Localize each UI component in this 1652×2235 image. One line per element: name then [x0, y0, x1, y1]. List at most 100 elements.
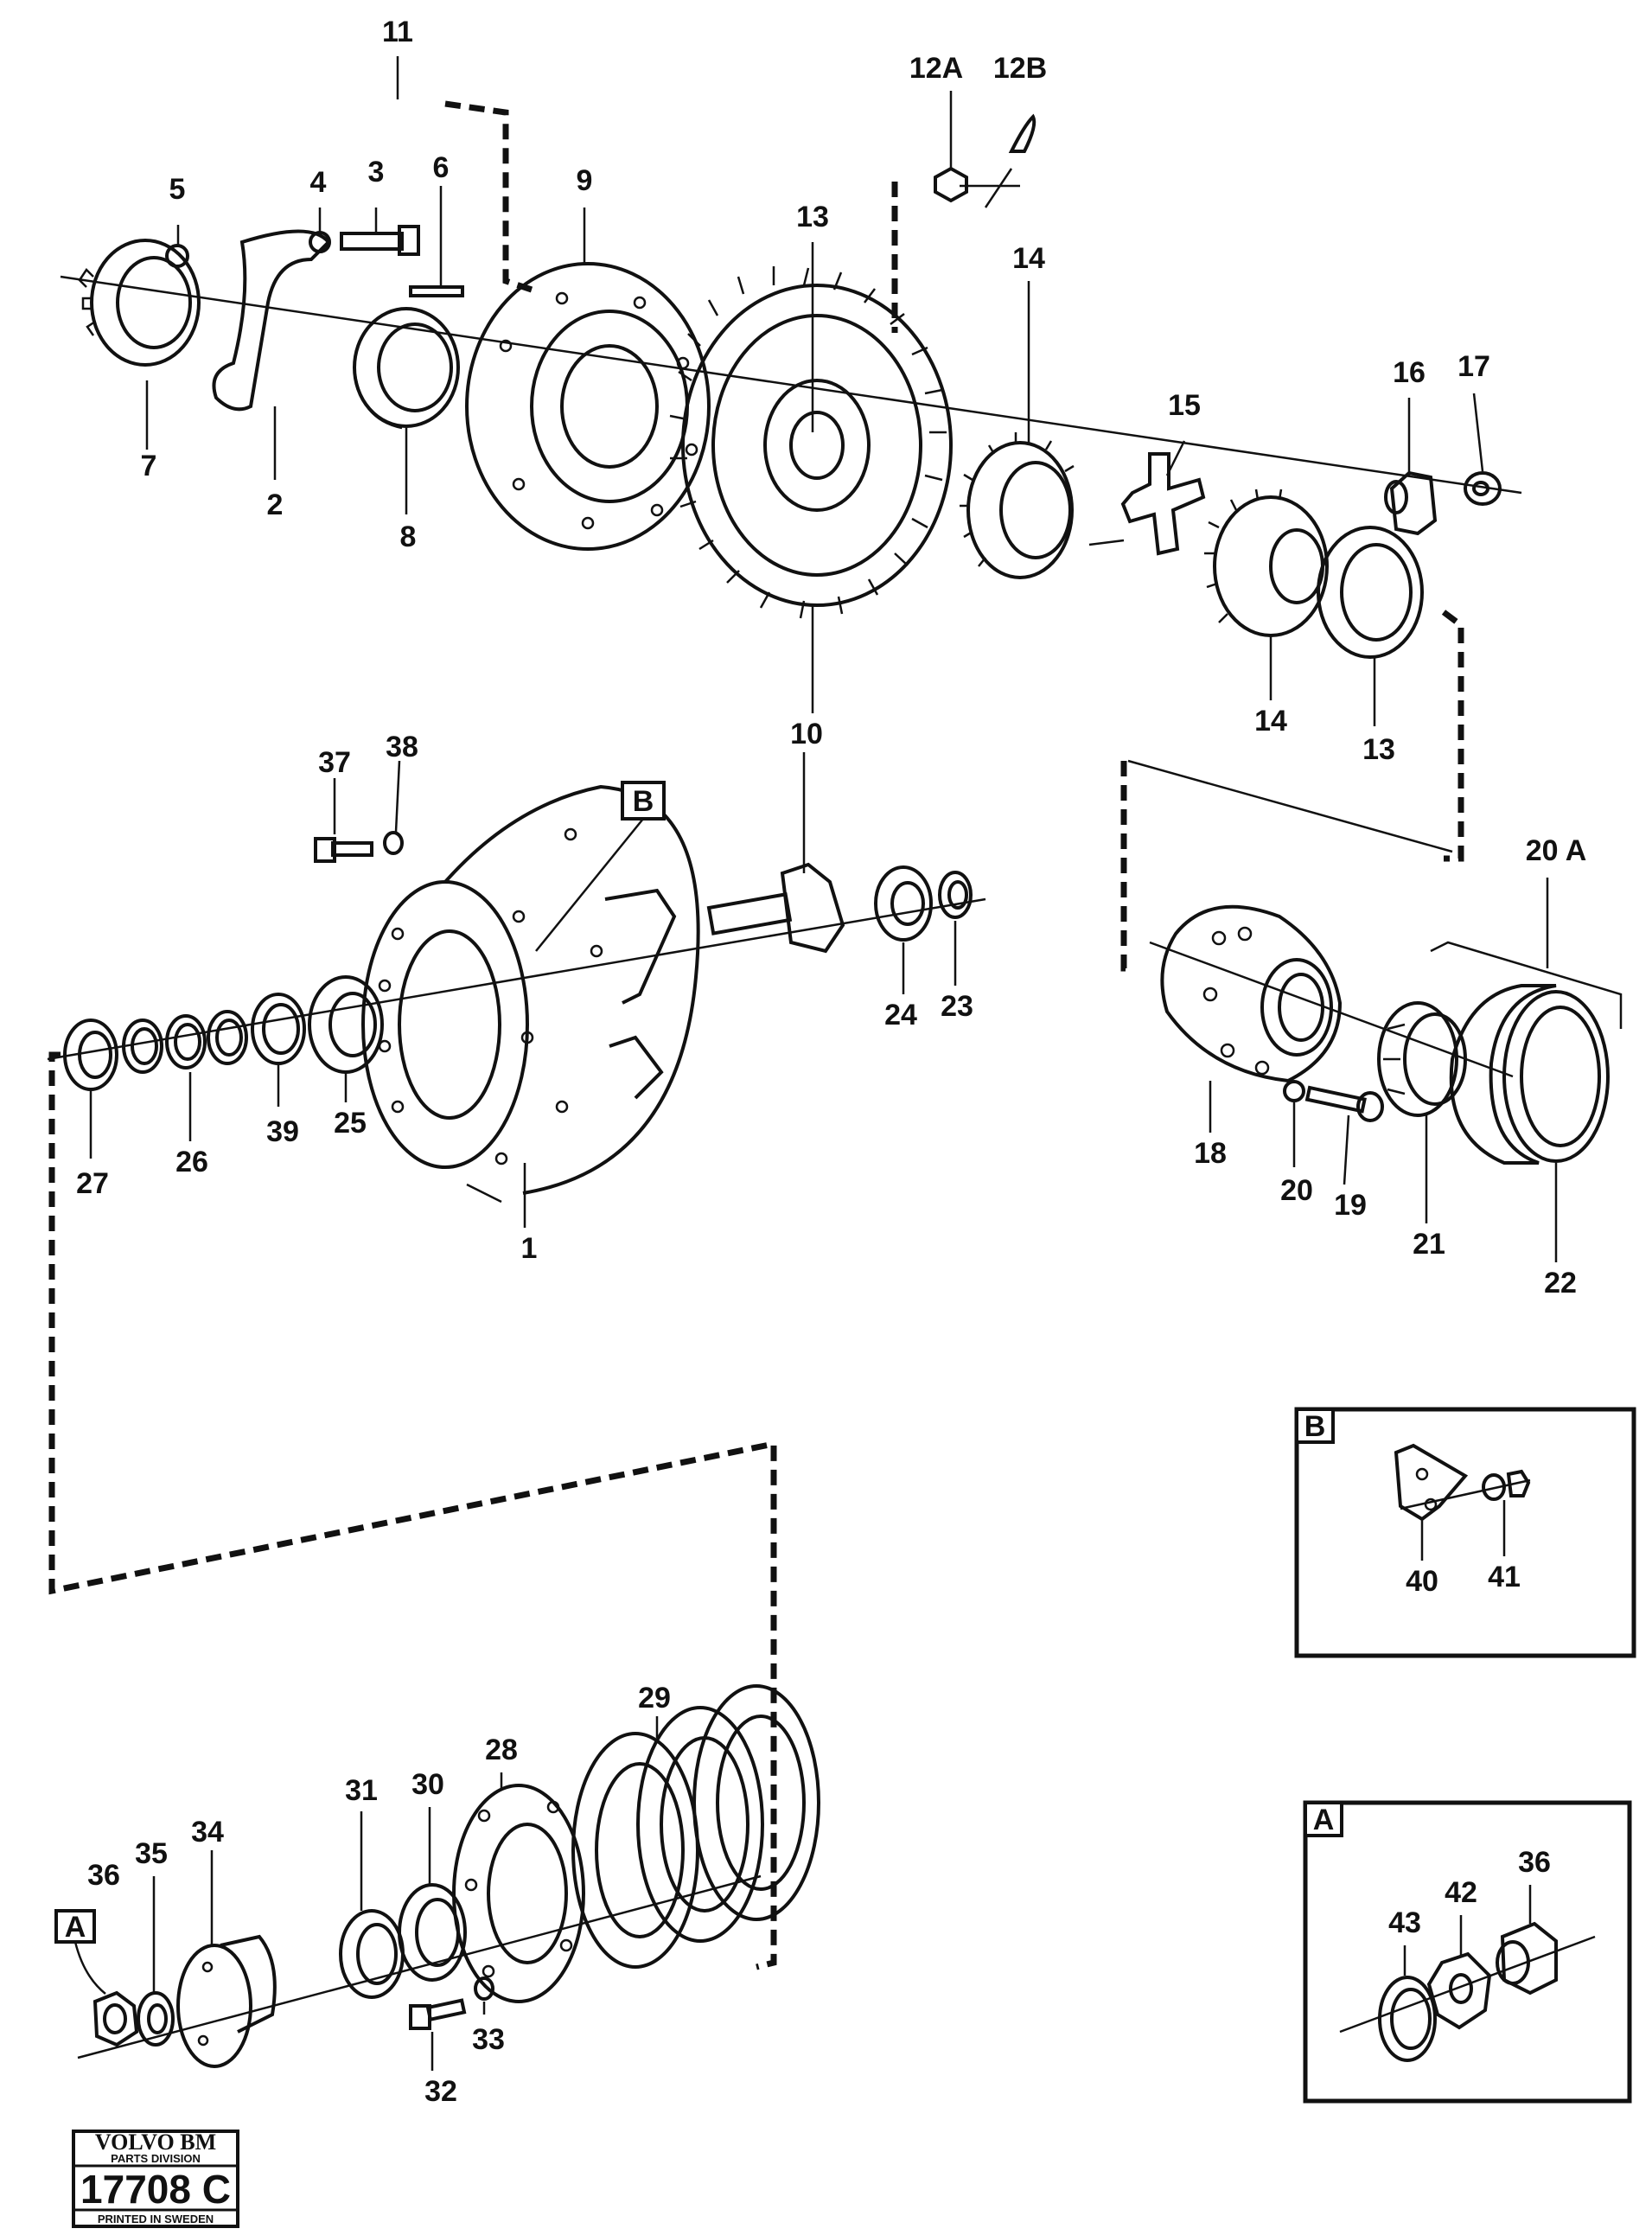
callout-12a: 12A: [909, 52, 963, 85]
part-34-companion-flange: [176, 1934, 277, 2068]
callout-14-upper: 14: [1012, 242, 1045, 275]
diff-case-assembly: [1120, 759, 1623, 1165]
part-1-housing: [361, 784, 700, 1204]
part-13-thrust-washer: [1317, 526, 1424, 659]
callout-36-inset: 36: [1518, 1846, 1551, 1879]
part-10-pinion-shaft: [706, 862, 845, 954]
callout-19: 19: [1334, 1189, 1367, 1222]
callout-40: 40: [1406, 1565, 1438, 1598]
callout-22: 22: [1544, 1267, 1577, 1299]
callout-36-main: 36: [87, 1859, 120, 1892]
part-26-shims: [122, 1010, 248, 1074]
callout-20: 20: [1280, 1174, 1313, 1207]
callout-4: 4: [310, 166, 327, 199]
part-3-bolt: [340, 225, 420, 256]
callout-42: 42: [1445, 1876, 1477, 1909]
stamp-printed: PRINTED IN SWEDEN: [98, 2213, 214, 2225]
callout-17: 17: [1457, 350, 1490, 383]
callout-1: 1: [521, 1232, 538, 1265]
right-leaders: [1209, 1081, 1558, 1262]
callout-38: 38: [386, 731, 418, 763]
stamp-division: PARTS DIVISION: [111, 2152, 201, 2165]
callout-18: 18: [1194, 1137, 1227, 1170]
part-18-diff-case: [1160, 904, 1343, 1083]
callout-39: 39: [266, 1115, 299, 1148]
part-42-lock-washer: [1426, 1951, 1492, 2030]
part-39-shim: [251, 993, 306, 1065]
part-2-bearing-cap: [212, 229, 331, 412]
part-14-bevel-gear-lower: [1204, 489, 1329, 637]
callout-10: 10: [790, 718, 823, 750]
lower-assembly: A: [54, 1684, 820, 2068]
part-8-bearing: [353, 307, 460, 430]
part-19-bolt: [1304, 1085, 1384, 1122]
callout-35: 35: [135, 1837, 168, 1870]
callout-37: 37: [318, 746, 351, 779]
inset-a: A: [1303, 1800, 1632, 2104]
part-30-bearing: [398, 1883, 467, 1982]
callout-5: 5: [169, 173, 186, 206]
ref-b-label: B: [633, 785, 654, 818]
callout-16: 16: [1393, 356, 1426, 389]
callout-28: 28: [485, 1734, 518, 1766]
part-33-washer: [474, 1976, 494, 2001]
callout-25: 25: [334, 1107, 367, 1140]
callout-3: 3: [368, 156, 385, 188]
inset-b-label: B: [1304, 1410, 1326, 1443]
callout-31: 31: [345, 1774, 378, 1807]
callout-6: 6: [433, 151, 450, 184]
callout-7: 7: [141, 450, 157, 482]
volvo-bm-stamp: VOLVO BM PARTS DIVISION 17708 C PRINTED …: [72, 2130, 239, 2228]
callout-21: 21: [1413, 1228, 1445, 1261]
part-31-seal: [339, 1909, 405, 1999]
part-16-pinion: [1384, 470, 1438, 536]
middle-assembly: B: [47, 781, 986, 1970]
upper-leaders: [145, 56, 1484, 726]
part-43-circlip: [1378, 1976, 1437, 2062]
part-38-washer: [383, 831, 404, 855]
part-22-bearing-cup: [1449, 984, 1610, 1165]
part-6-pin: [409, 285, 464, 297]
part-21-bearing-cone: [1377, 1001, 1467, 1117]
inset-b: B: [1294, 1407, 1636, 1658]
middle-leaders: [89, 752, 957, 1228]
callout-12b: 12B: [993, 52, 1047, 85]
part-40-bracket: [1394, 1443, 1469, 1522]
part-29-gaskets: [571, 1684, 820, 1969]
part-10-crown-wheel: [669, 266, 953, 619]
callout-41: 41: [1488, 1561, 1521, 1593]
callout-43: 43: [1388, 1906, 1421, 1939]
callout-26: 26: [175, 1146, 208, 1178]
callout-32: 32: [424, 2075, 457, 2108]
callout-8: 8: [400, 520, 417, 553]
part-12b-split-pin: [1008, 113, 1036, 153]
callout-labels: 11 12A 12B 5 4 3 6 9 13 14 15 16 17 7 2 …: [76, 16, 1586, 2108]
stamp-brand: VOLVO BM: [95, 2130, 216, 2155]
callout-13-upper: 13: [796, 201, 829, 233]
part-32-bolt: [409, 1998, 467, 2030]
stamp-number: 17708 C: [80, 2167, 231, 2212]
inset-a-label: A: [1313, 1804, 1335, 1836]
part-24-bearing: [874, 865, 933, 942]
part-12a-nut: [934, 166, 968, 203]
ref-a-label: A: [65, 1911, 86, 1944]
part-35-washer: [137, 1991, 175, 2047]
part-15-spider: [1088, 452, 1206, 556]
part-36-inset-nut: [1496, 1921, 1558, 1996]
part-28-flange: [452, 1784, 585, 2003]
part-17-washer: [1464, 471, 1502, 506]
part-23-ring: [938, 871, 973, 919]
callout-20a: 20 A: [1526, 834, 1587, 867]
callout-29: 29: [638, 1682, 671, 1715]
callout-33: 33: [472, 2023, 505, 2056]
part-41-nut: [1482, 1469, 1531, 1501]
part-7-gear-nut: [78, 239, 201, 367]
part-25-bearing: [308, 975, 384, 1074]
callout-14-lower: 14: [1254, 705, 1287, 738]
part-36-nut: [92, 1990, 139, 2047]
callout-13-lower: 13: [1362, 733, 1395, 766]
callout-27: 27: [76, 1167, 109, 1200]
callout-34: 34: [191, 1816, 224, 1849]
part-37-bolt: [314, 837, 373, 863]
